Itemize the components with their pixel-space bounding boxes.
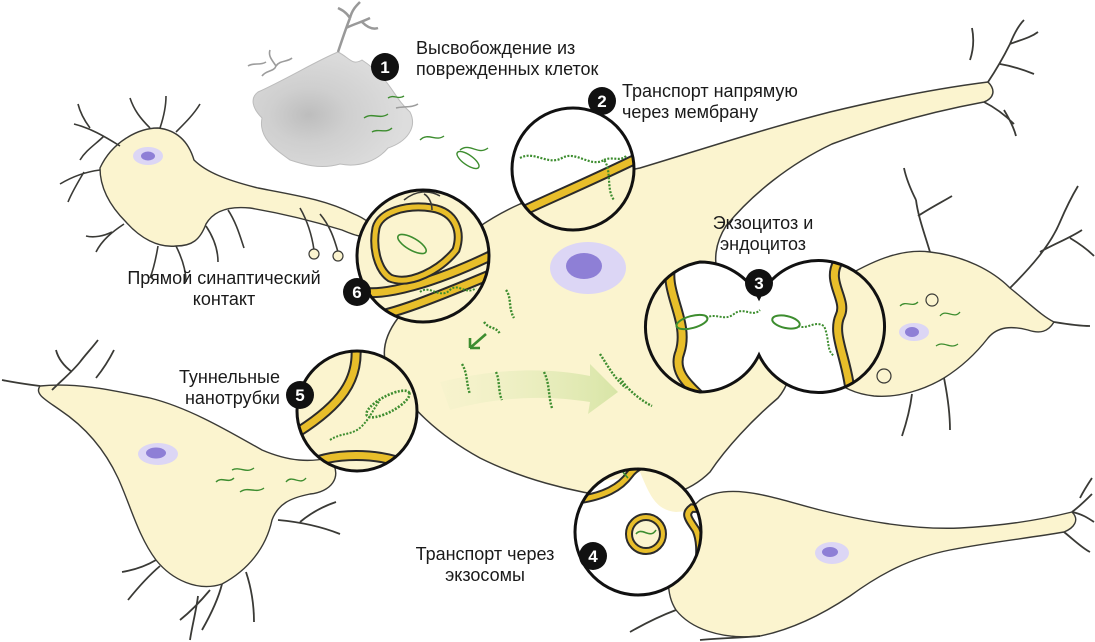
neuron-central-axon-branches (970, 20, 1038, 136)
badge-3: 3 (745, 269, 773, 297)
badge-5-number: 5 (295, 386, 304, 405)
label-5-line-1: Туннельные (140, 367, 280, 388)
label-1-line-2: поврежденных клеток (416, 59, 598, 80)
label-synaptic-contact: Прямой синаптический контакт (108, 268, 340, 310)
neuron-right-nucleus (905, 327, 919, 337)
badge-2-number: 2 (597, 92, 606, 111)
label-exosome-transport: Транспорт через экзосомы (400, 544, 570, 586)
label-tunneling-nanotubes: Туннельные нанотрубки (140, 367, 280, 409)
label-6-line-2: контакт (108, 289, 340, 310)
label-4-line-1: Транспорт через (400, 544, 570, 565)
neuron-central-nucleus (566, 253, 602, 279)
badge-6-number: 6 (352, 283, 361, 302)
neuron-bottom-right (630, 478, 1094, 640)
badge-1-number: 1 (380, 58, 389, 77)
damaged-cell (248, 2, 488, 172)
badge-1: 1 (371, 53, 399, 81)
badge-3-number: 3 (754, 274, 763, 293)
label-3-line-1: Экзоцитоз и (693, 213, 833, 234)
label-6-line-1: Прямой синаптический (108, 268, 340, 289)
badge-2: 2 (588, 87, 616, 115)
badge-4-number: 4 (588, 547, 598, 566)
badge-4: 4 (579, 542, 607, 570)
label-2-line-2: через мембрану (622, 102, 798, 123)
neuron-top-left-nucleus (141, 152, 155, 161)
label-3-line-2: эндоцитоз (693, 234, 833, 255)
label-exo-endocytosis: Экзоцитоз и эндоцитоз (693, 213, 833, 255)
neuron-bottom-left-nucleus (146, 448, 166, 459)
badge-5: 5 (286, 381, 314, 409)
label-1-line-1: Высвобождение из (416, 38, 598, 59)
neuron-bottom-left-body (38, 385, 335, 586)
label-5-line-2: нанотрубки (140, 388, 280, 409)
label-4-line-2: экзосомы (400, 565, 570, 586)
neuron-bottom-right-body (668, 491, 1075, 636)
damaged-cell-dendrite (338, 2, 378, 52)
label-2-line-1: Транспорт напрямую (622, 81, 798, 102)
label-direct-membrane-transport: Транспорт напрямую через мембрану (622, 81, 798, 123)
badge-6: 6 (343, 278, 371, 306)
label-release-from-damaged-cells: Высвобождение из поврежденных клеток (416, 38, 598, 80)
neuron-bottom-right-nucleus (822, 547, 838, 557)
